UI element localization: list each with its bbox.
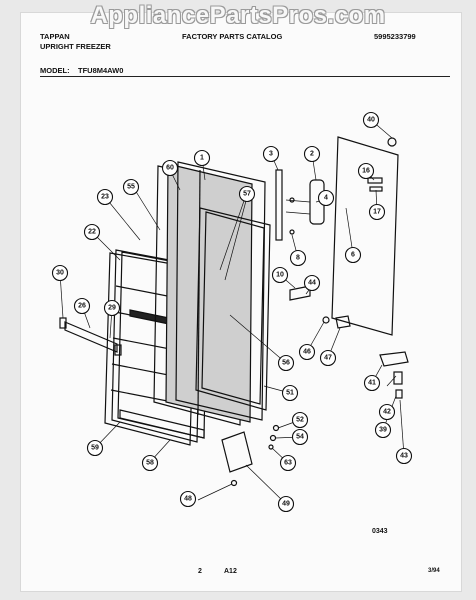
- callout-63: 63: [279, 454, 297, 472]
- svg-text:17: 17: [373, 209, 381, 216]
- svg-text:42: 42: [383, 409, 391, 416]
- svg-text:16: 16: [362, 168, 370, 175]
- callout-4: 4: [317, 189, 335, 207]
- callout-44: 44: [303, 274, 321, 292]
- callout-43: 43: [395, 447, 413, 465]
- svg-text:1: 1: [200, 155, 204, 162]
- print-date: 3/94: [428, 568, 440, 574]
- callout-6: 6: [344, 246, 362, 264]
- callout-51: 51: [281, 384, 299, 402]
- callout-55: 55: [122, 178, 140, 196]
- model-number: TFU8M4AW0: [78, 66, 124, 75]
- brand-label: TAPPAN: [40, 32, 70, 41]
- diagram-id: 0343: [372, 528, 388, 535]
- catalog-title: FACTORY PARTS CATALOG: [182, 32, 283, 41]
- door-panel-assembly: [153, 161, 266, 426]
- callout-2: 2: [303, 145, 321, 163]
- svg-text:57: 57: [243, 191, 251, 198]
- callout-60: 60: [161, 159, 179, 177]
- svg-text:10: 10: [276, 272, 284, 279]
- svg-text:30: 30: [56, 270, 64, 277]
- section-code: A12: [224, 568, 237, 575]
- svg-text:46: 46: [303, 349, 311, 356]
- callout-42: 42: [378, 403, 396, 421]
- hinge-assembly: [275, 169, 325, 241]
- svg-text:60: 60: [166, 165, 174, 172]
- callout-59: 59: [86, 439, 104, 457]
- exploded-parts-diagram: 1 2 3 4 6 8 10 16 17 22 23 26 29 30 39 4…: [51, 111, 413, 513]
- svg-text:54: 54: [296, 434, 304, 441]
- svg-text:51: 51: [286, 390, 294, 397]
- svg-text:23: 23: [101, 194, 109, 201]
- cabinet-door-frame: [195, 207, 271, 411]
- svg-text:39: 39: [379, 427, 387, 434]
- product-label: UPRIGHT FREEZER: [40, 42, 111, 51]
- kickplate: [119, 409, 205, 439]
- callout-52: 52: [291, 411, 309, 429]
- callout-10: 10: [271, 266, 289, 284]
- svg-text:26: 26: [78, 303, 86, 310]
- svg-text:59: 59: [91, 445, 99, 452]
- svg-text:2: 2: [310, 151, 314, 158]
- svg-text:3: 3: [269, 151, 273, 158]
- callout-49: 49: [277, 495, 295, 513]
- callout-26: 26: [73, 297, 91, 315]
- callout-29: 29: [103, 299, 121, 317]
- model-label: MODEL:: [40, 66, 70, 75]
- svg-text:63: 63: [284, 460, 292, 467]
- callout-22: 22: [83, 223, 101, 241]
- callout-16: 16: [357, 162, 375, 180]
- svg-text:22: 22: [88, 229, 96, 236]
- svg-text:40: 40: [367, 117, 375, 124]
- svg-text:55: 55: [127, 184, 135, 191]
- svg-text:41: 41: [368, 380, 376, 387]
- callout-39: 39: [374, 421, 392, 439]
- callout-30: 30: [51, 264, 69, 282]
- callout-17: 17: [368, 203, 386, 221]
- callout-58: 58: [141, 454, 159, 472]
- svg-text:8: 8: [296, 255, 300, 262]
- callout-47: 47: [319, 349, 337, 367]
- page-number: 2: [198, 568, 202, 575]
- callout-48: 48: [179, 490, 197, 508]
- svg-text:4: 4: [324, 195, 328, 202]
- svg-text:56: 56: [282, 360, 290, 367]
- svg-text:52: 52: [296, 417, 304, 424]
- svg-text:58: 58: [146, 460, 154, 467]
- callout-56: 56: [277, 354, 295, 372]
- callout-3: 3: [262, 145, 280, 163]
- header-rule: [40, 76, 450, 77]
- door-handle: [59, 317, 122, 356]
- svg-text:49: 49: [282, 501, 290, 508]
- callout-1: 1: [193, 149, 211, 167]
- callout-46: 46: [298, 343, 316, 361]
- callout-54: 54: [291, 428, 309, 446]
- svg-text:29: 29: [108, 305, 116, 312]
- watermark: AppliancePartsPros.com: [90, 2, 386, 29]
- svg-text:47: 47: [324, 355, 332, 362]
- catalog-number: 5995233799: [374, 32, 416, 41]
- svg-text:48: 48: [184, 496, 192, 503]
- callout-23: 23: [96, 188, 114, 206]
- callout-41: 41: [363, 374, 381, 392]
- callout-8: 8: [289, 249, 307, 267]
- callout-57: 57: [238, 185, 256, 203]
- svg-text:44: 44: [308, 280, 316, 287]
- svg-text:6: 6: [351, 252, 355, 259]
- callout-40: 40: [362, 111, 380, 129]
- svg-text:43: 43: [400, 453, 408, 460]
